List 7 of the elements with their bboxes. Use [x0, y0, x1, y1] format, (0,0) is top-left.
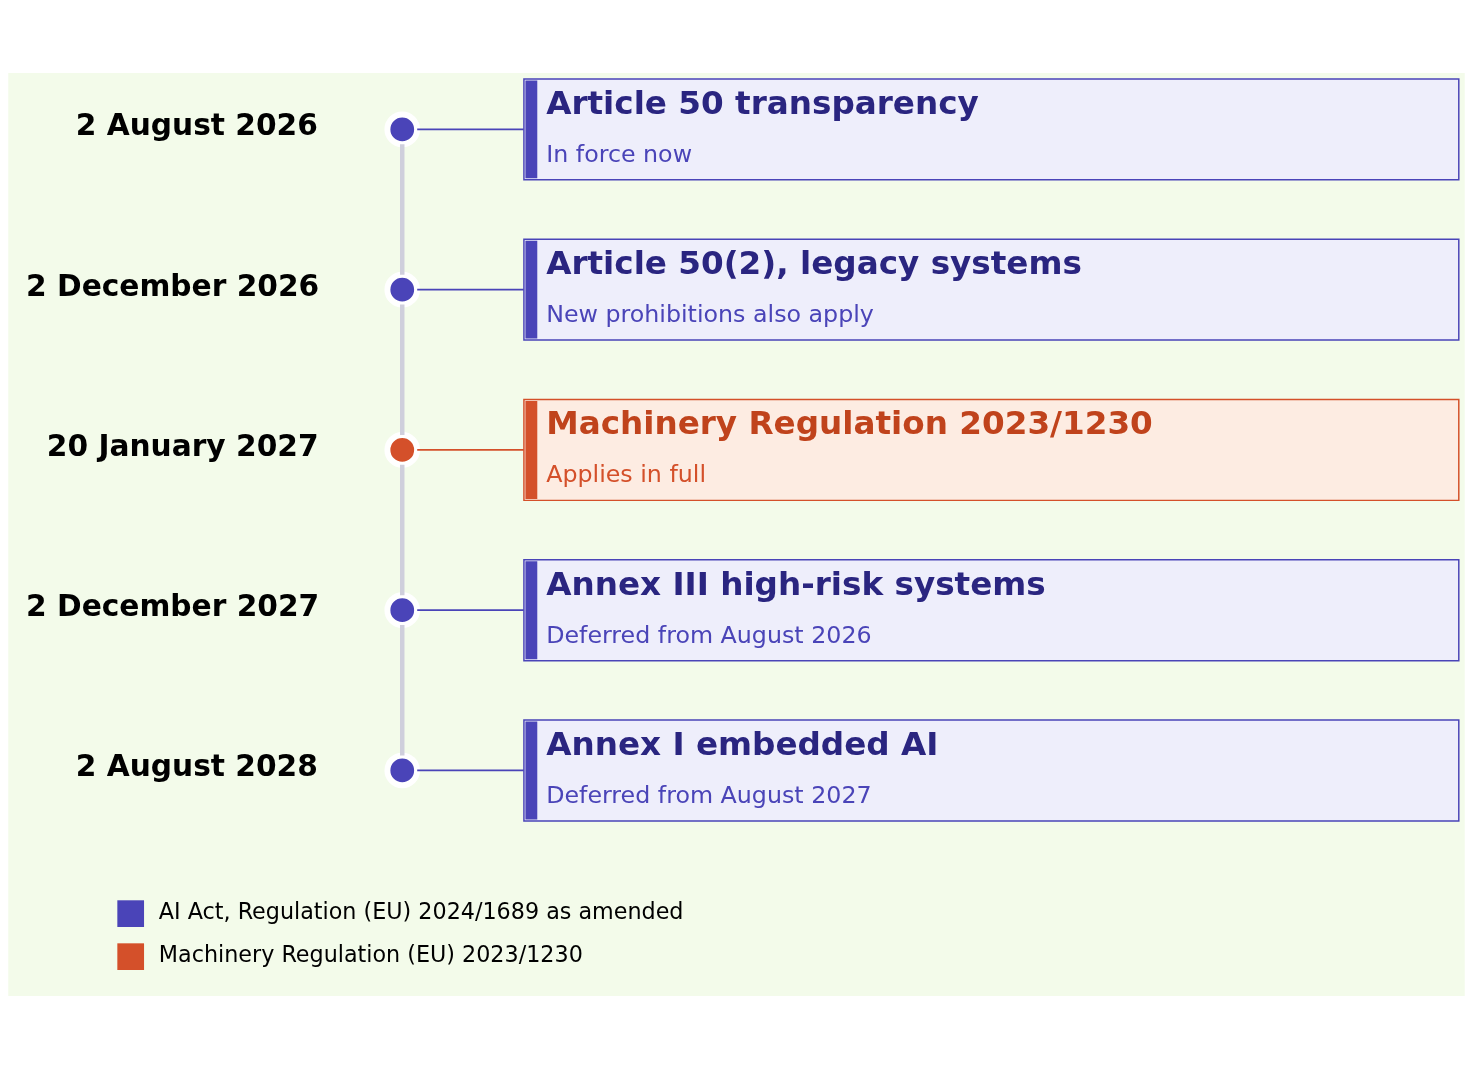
node-label: 2 December 2026 — [26, 267, 320, 303]
node-label: 2 August 2026 — [75, 106, 318, 142]
legend-label: AI Act, Regulation (EU) 2024/1689 as amended — [158, 897, 684, 924]
node-label: 2 December 2027 — [26, 587, 320, 623]
node-label: 2 August 2028 — [75, 747, 318, 783]
legend-label: Machinery Regulation (EU) 2023/1230 — [158, 940, 583, 967]
node-label: 20 January 2027 — [46, 427, 319, 463]
